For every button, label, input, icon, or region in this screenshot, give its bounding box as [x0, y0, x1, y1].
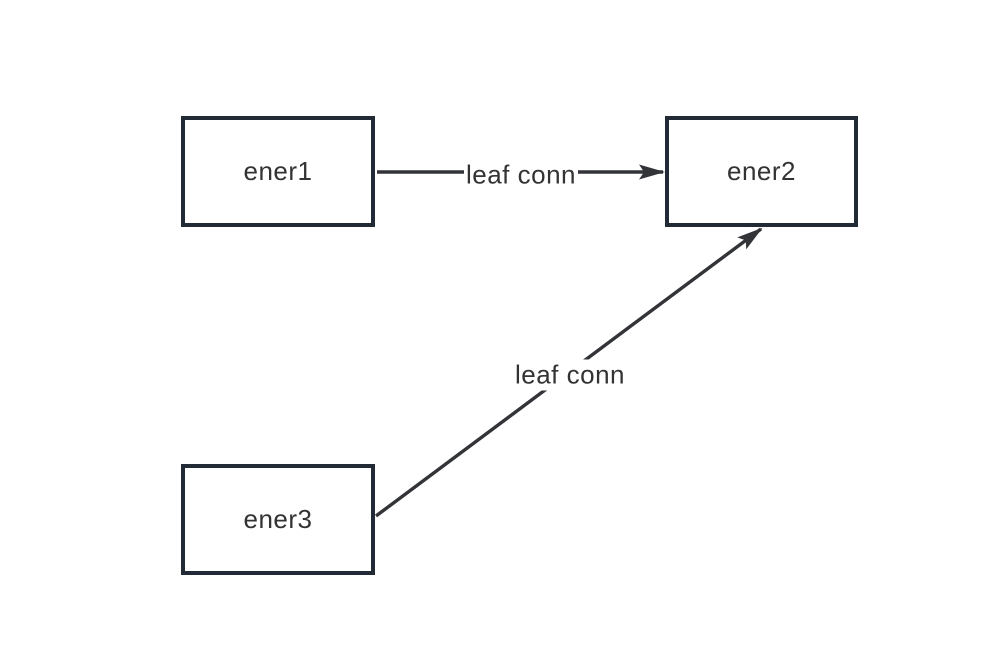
node-ener2-label: ener2: [727, 156, 796, 186]
node-ener1-label: ener1: [243, 156, 313, 186]
edge-label-ener1-ener2: leaf conn: [463, 159, 579, 191]
node-ener1[interactable]: ener1: [181, 116, 375, 227]
node-ener3[interactable]: ener3: [181, 464, 375, 575]
node-ener3-label: ener3: [243, 504, 313, 534]
node-ener2[interactable]: ener2: [665, 116, 858, 227]
edge-label-ener3-ener2: leaf conn: [504, 359, 636, 391]
